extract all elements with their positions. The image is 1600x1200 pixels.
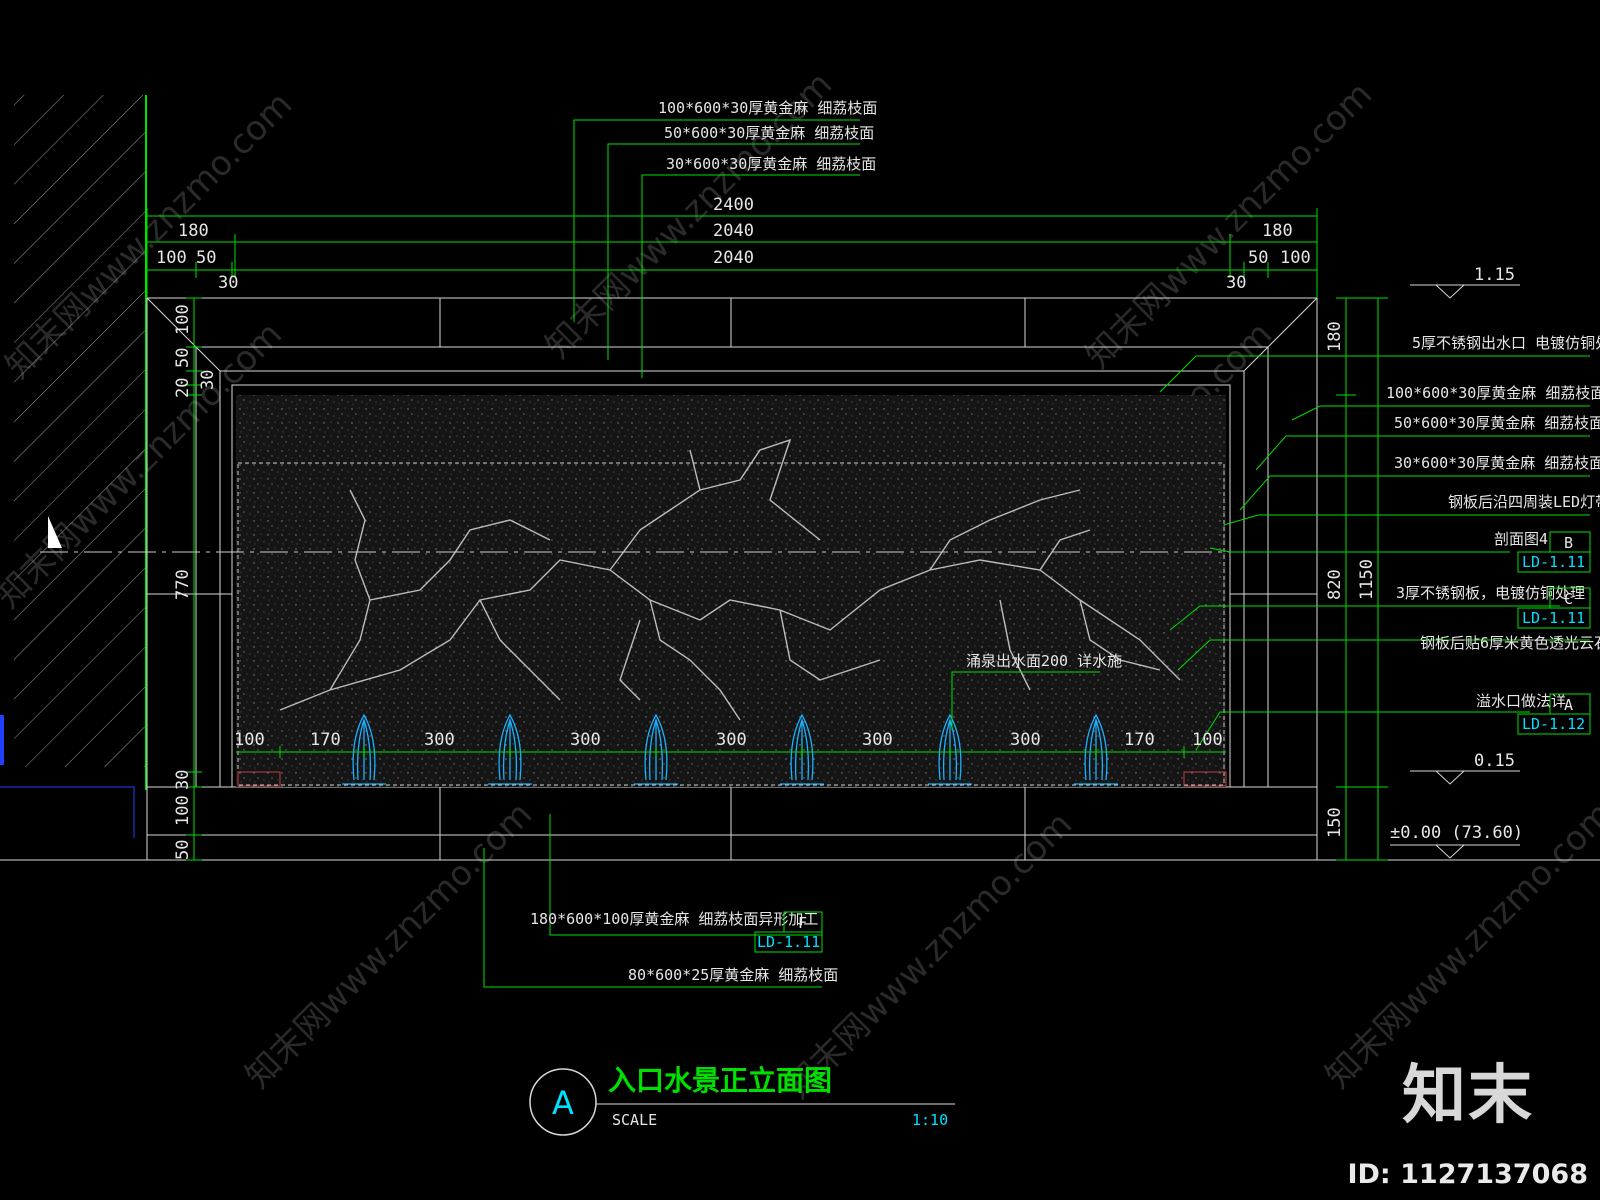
fountain-jet <box>780 713 824 785</box>
fountain-note: 涌泉出水面200 详水施 <box>966 652 1122 670</box>
fountain-group <box>342 713 1118 785</box>
spacing-label: 100 <box>234 730 265 750</box>
dim-l-50: 50 <box>173 348 193 368</box>
dim-l-20: 20 <box>173 378 193 398</box>
callout-right-4: 30*600*30厚黄金麻 细荔枝面 <box>1394 454 1600 472</box>
callout-right-6: 剖面图4 <box>1494 530 1548 548</box>
callout-right-6-tag: B <box>1564 534 1573 552</box>
fountain-spacing: 100 170 300 300 300 300 300 170 100 <box>234 730 1223 750</box>
section-marker <box>48 516 62 548</box>
blue-outline <box>0 786 135 838</box>
tree-branch-motif <box>279 438 1181 721</box>
spacing-label: 100 <box>1192 730 1223 750</box>
level-mid: 0.15 <box>1474 751 1515 771</box>
dim-r-180: 180 <box>1325 321 1345 352</box>
callout-right-9: 溢水口做法详 <box>1476 692 1566 710</box>
dim-total: 2400 <box>713 195 754 215</box>
callout-bottom-1: 180*600*100厚黄金麻 细荔枝面异形加工 <box>530 910 818 928</box>
callout-right-9-tag: A <box>1564 696 1573 714</box>
callout-right-3: 50*600*30厚黄金麻 细荔枝面 <box>1394 414 1600 432</box>
blue-marker <box>0 715 4 765</box>
dimension-lines <box>146 119 1590 988</box>
callout-right-6-ref: LD-1.11 <box>1522 553 1585 571</box>
callout-right-1: 5厚不锈钢出水口 电镀仿铜处理 <box>1412 334 1600 352</box>
level-base: ±0.00 (73.60) <box>1390 823 1523 843</box>
dim-right-30: 30 <box>1226 273 1246 293</box>
spacing-label: 170 <box>1124 730 1155 750</box>
spacing-label: 300 <box>570 730 601 750</box>
dim-l-30b: 30 <box>173 770 193 790</box>
callout-bottom-1-tag: F <box>798 914 807 932</box>
overflow-right <box>1183 771 1227 787</box>
overflow-left <box>237 771 281 787</box>
image-id: ID: 1127137068 <box>1347 1159 1588 1190</box>
fountain-jet <box>488 713 532 785</box>
title-block: A 入口水景正立面图 SCALE 1:10 <box>529 1064 955 1136</box>
spacing-label: 300 <box>716 730 747 750</box>
title-symbol: A <box>552 1084 574 1122</box>
wall-body <box>146 297 1318 861</box>
drawing-title: 入口水景正立面图 <box>608 1064 832 1097</box>
callout-bottom-1-ref: LD-1.11 <box>757 933 820 951</box>
callout-right-8: 钢板后贴6厚米黄色透光云石片 <box>1420 634 1600 652</box>
callout-top-2: 50*600*30厚黄金麻 细荔枝面 <box>664 124 874 142</box>
dim-l-770: 770 <box>173 569 193 600</box>
watermark: 知末网www.znzmo.com <box>238 794 540 1096</box>
dim-left-100: 100 <box>156 248 187 268</box>
dim-right-50: 50 <box>1248 248 1268 268</box>
level-top: 1.15 <box>1474 265 1515 285</box>
dim-left-180: 180 <box>178 221 209 241</box>
spacing-label: 300 <box>424 730 455 750</box>
top-dimensions: 2400 180 2040 180 100 50 2040 50 100 30 … <box>156 195 1311 293</box>
wall-hatch <box>14 95 146 767</box>
scale-value: 1:10 <box>912 1111 948 1129</box>
dim-l-100: 100 <box>173 304 193 335</box>
dim-left-30: 30 <box>218 273 238 293</box>
dim-inner-a: 2040 <box>713 221 754 241</box>
spacing-label: 170 <box>310 730 341 750</box>
callout-right-7-ref: LD-1.11 <box>1522 609 1585 627</box>
dim-r-150: 150 <box>1325 807 1345 838</box>
steel-plate-outline <box>237 462 1225 786</box>
callout-bottom-2: 80*600*25厚黄金麻 细荔枝面 <box>628 966 838 984</box>
callout-top-1: 100*600*30厚黄金麻 细荔枝面 <box>658 99 877 117</box>
bottom-callouts: 180*600*100厚黄金麻 细荔枝面异形加工 F LD-1.11 80*60… <box>530 910 838 984</box>
scale-label: SCALE <box>612 1111 657 1129</box>
callout-top-3: 30*600*30厚黄金麻 细荔枝面 <box>666 155 876 173</box>
callout-right-2: 100*600*30厚黄金麻 细荔枝面 <box>1386 384 1600 402</box>
dim-l-50b: 50 <box>173 840 193 860</box>
spacing-label: 300 <box>1010 730 1041 750</box>
top-callouts: 100*600*30厚黄金麻 细荔枝面 50*600*30厚黄金麻 细荔枝面 3… <box>658 99 877 173</box>
dim-inner-b: 2040 <box>713 248 754 268</box>
callout-right-7-tag: C <box>1564 590 1573 608</box>
dim-right-180: 180 <box>1262 221 1293 241</box>
dim-l-30: 30 <box>198 370 218 390</box>
title-symbol-circle <box>529 1068 597 1136</box>
callout-right-5: 钢板后沿四周装LED灯带 <box>1448 493 1600 511</box>
stone-panel <box>236 395 1226 787</box>
dim-l-100b: 100 <box>173 795 193 826</box>
level-markers <box>1390 284 1520 859</box>
right-callouts: 5厚不锈钢出水口 电镀仿铜处理 100*600*30厚黄金麻 细荔枝面 50*6… <box>1386 334 1600 735</box>
spacing-label: 300 <box>862 730 893 750</box>
right-dimensions: 180 820 1150 150 <box>1325 321 1377 838</box>
left-dimensions: 100 50 20 30 770 30 100 50 <box>173 304 218 860</box>
dim-left-50: 50 <box>196 248 216 268</box>
dim-r-820: 820 <box>1325 569 1345 600</box>
callout-right-7: 3厚不锈钢板，电镀仿铜处理 <box>1396 584 1585 602</box>
dim-right-100: 100 <box>1280 248 1311 268</box>
watermark: 知末网www.znzmo.com <box>778 804 1080 1106</box>
dim-r-1150: 1150 <box>1357 559 1377 600</box>
brand-logo: 知末 <box>1402 1059 1534 1133</box>
callout-right-9-ref: LD-1.12 <box>1522 715 1585 733</box>
